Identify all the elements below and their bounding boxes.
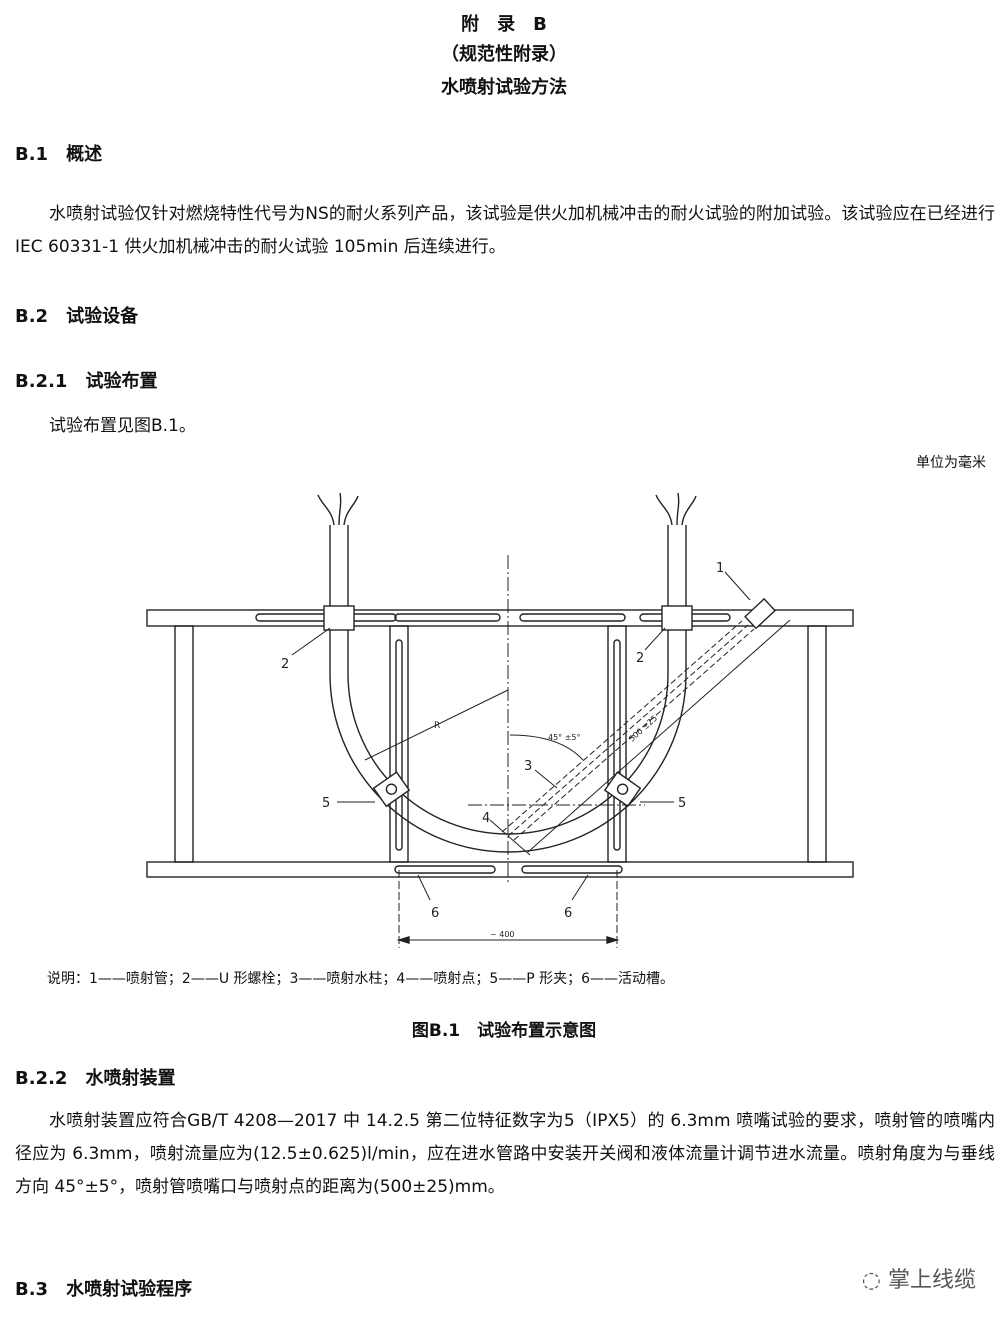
label-5: 5: [322, 796, 330, 811]
label-3: 3: [524, 759, 532, 774]
paragraph-b21: 试验布置见图B.1。: [49, 416, 196, 436]
heading-b2: B.2 试验设备: [15, 302, 138, 328]
wechat-icon: ◌: [861, 1268, 888, 1293]
heading-number: B.2: [15, 306, 49, 327]
unit-note: 单位为毫米: [916, 455, 986, 471]
watermark: ◌ 掌上线缆: [862, 1262, 976, 1294]
heading-number: B.3: [15, 1279, 49, 1300]
label-2: 2: [636, 651, 644, 666]
heading-text: 概述: [66, 144, 103, 165]
right-post: [807, 625, 827, 863]
heading-text: 试验布置: [85, 371, 158, 392]
label-6: 6: [431, 906, 439, 921]
heading-text: 水喷射装置: [85, 1068, 176, 1089]
label-4: 4: [482, 811, 490, 826]
heading-number: B.1: [15, 144, 49, 165]
left-post: [174, 625, 194, 863]
heading-text: 试验设备: [66, 306, 139, 327]
heading-b21: B.2.1 试验布置: [15, 367, 157, 393]
watermark-text: 掌上线缆: [887, 1268, 976, 1293]
label-6: 6: [564, 906, 572, 921]
heading-b1: B.1 概述: [15, 140, 102, 166]
spray-nozzle: [744, 597, 777, 630]
heading-b22: B.2.2 水喷射装置: [15, 1064, 175, 1090]
figure-caption: 图B.1 试验布置示意图: [411, 1021, 597, 1041]
paragraph-b1: 水喷射试验仅针对燃烧特性代号为NS的耐火系列产品，该试验是供火加机械冲击的耐火试…: [15, 204, 995, 257]
right-inner-post: [607, 625, 627, 863]
movable-slot: [521, 865, 623, 874]
label-5: 5: [678, 796, 686, 811]
appendix-type: （规范性附录）: [441, 44, 567, 65]
appendix-label: 附 录 B: [461, 14, 547, 35]
heading-number: B.2.2: [15, 1068, 68, 1089]
label-2: 2: [281, 657, 289, 672]
figure-legend: 说明：1——喷射管；2——U 形螺栓；3——喷射水柱；4——喷射点；5——P 形…: [47, 971, 675, 987]
page-title: 水喷射试验方法: [441, 77, 567, 98]
movable-slot: [394, 865, 496, 874]
top-rail: [146, 609, 854, 627]
heading-text: 水喷射试验程序: [66, 1279, 193, 1300]
test-layout-diagram: 1 2 2 3 4 5 5 6 6 R 45° ±5° 500 ±25 ~ 40…: [146, 492, 854, 948]
heading-b3: B.3 水喷射试验程序: [15, 1275, 192, 1301]
label-1: 1: [716, 561, 724, 576]
radius-label: R: [434, 721, 440, 731]
angle-label: 45° ±5°: [548, 733, 581, 742]
heading-number: B.2.1: [15, 371, 68, 392]
width-label: ~ 400: [490, 930, 515, 939]
bottom-rail: [146, 861, 854, 878]
paragraph-b22: 水喷射装置应符合GB/T 4208—2017 中 14.2.5 第二位特征数字为…: [15, 1111, 995, 1197]
left-inner-post: [389, 625, 409, 863]
